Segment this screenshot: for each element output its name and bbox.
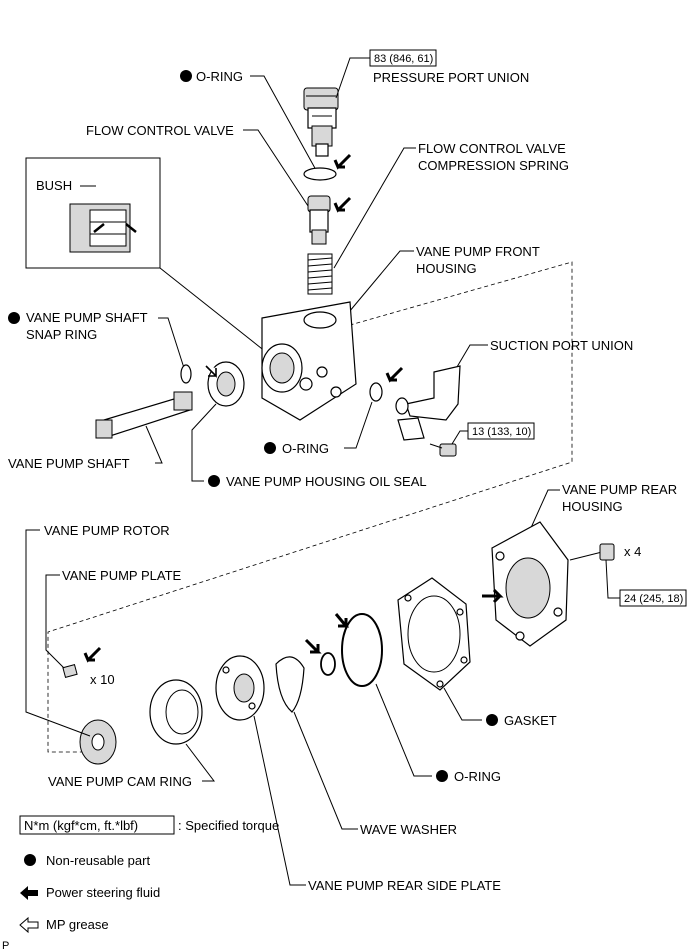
compression-spring-part (307, 253, 333, 295)
wave-washer-part (275, 656, 305, 713)
non-reusable-dot-icon (8, 312, 20, 324)
leader-gasket (443, 687, 482, 721)
leader-rear-side-plate (253, 715, 306, 886)
label-housing-oil-seal: VANE PUMP HOUSING OIL SEAL (226, 474, 427, 489)
fluid-arrow-icon (385, 366, 404, 383)
corner-mark: P (2, 940, 9, 952)
leader-wave-washer (293, 711, 358, 830)
label-pressure-port-union: PRESSURE PORT UNION (373, 70, 529, 85)
non-reusable-dot-icon (264, 442, 276, 454)
legend-torque-text: : Specified torque (178, 818, 279, 833)
label-vane-pump-shaft: VANE PUMP SHAFT (8, 456, 130, 471)
legend-non-reusable: Non-reusable part (46, 853, 150, 868)
leader-fcv-spring (333, 147, 416, 269)
label-shaft-snap-ring-1: VANE PUMP SHAFT (26, 310, 148, 325)
leader-rotor (25, 529, 91, 737)
fluid-arrow-icon (20, 886, 38, 900)
label-rear-side-plate: VANE PUMP REAR SIDE PLATE (308, 878, 501, 893)
leader-o-ring-top (250, 75, 317, 171)
rear-side-plate-part (215, 655, 265, 721)
snap-ring-part (180, 364, 192, 384)
bush-detail (69, 203, 131, 253)
fluid-arrow-icon (93, 223, 137, 233)
pressure-port-union-part (303, 87, 339, 157)
vane-pump-rotor-part (79, 719, 117, 765)
leader-rear-housing (529, 489, 560, 531)
rear-housing-part (491, 521, 569, 647)
rear-housing-bolt-part (569, 543, 615, 561)
vane-pump-plate-part (62, 664, 78, 678)
torque-rear-bolt: 24 (245, 18) (624, 593, 683, 605)
fluid-arrow-icon (304, 638, 322, 654)
torque-suction-bolt: 13 (133, 10) (472, 426, 531, 438)
non-reusable-dot-icon (436, 770, 448, 782)
label-o-ring-top: O-RING (196, 69, 243, 84)
label-vane-pump-rotor: VANE PUMP ROTOR (44, 523, 170, 538)
grease-arrow-icon (205, 365, 217, 378)
leader-suction-port (453, 344, 488, 373)
leader-vane-pump-shaft (145, 425, 163, 464)
leader-o-ring-mid (344, 401, 373, 449)
front-housing-part (261, 301, 357, 421)
bush-inset-frame (25, 157, 161, 269)
inset-pointer (159, 267, 267, 353)
o-ring-mid-part (369, 382, 383, 402)
suction-bolt-part (429, 443, 457, 457)
legend-torque-box (19, 815, 175, 835)
legend-torque-units: N*m (kgf*cm, ft.*lbf) (24, 818, 138, 833)
label-qty-x10: x 10 (90, 672, 115, 687)
fluid-arrow-icon (334, 613, 350, 628)
label-rear-housing-1: VANE PUMP REAR (562, 482, 677, 497)
legend-fluid: Power steering fluid (46, 885, 160, 900)
label-front-housing-2: HOUSING (416, 261, 477, 276)
leader-plate (45, 574, 65, 669)
fluid-arrow-icon (83, 646, 102, 663)
o-ring-small-part (320, 652, 336, 676)
label-qty-x4: x 4 (624, 544, 641, 559)
leader-snap-ring (158, 317, 185, 369)
label-o-ring-mid: O-RING (282, 441, 329, 456)
fluid-arrow-icon (333, 196, 352, 213)
leader-torque-rear (605, 559, 620, 599)
non-reusable-dot-icon (24, 854, 36, 866)
label-fcv-spring-1: FLOW CONTROL VALVE (418, 141, 566, 156)
label-cam-ring: VANE PUMP CAM RING (48, 774, 192, 789)
label-shaft-snap-ring-2: SNAP RING (26, 327, 97, 342)
vane-pump-shaft-part (95, 391, 193, 439)
flow-control-valve-part (307, 195, 331, 245)
label-wave-washer: WAVE WASHER (360, 822, 457, 837)
gasket-part (397, 577, 471, 691)
leader-front-housing (343, 250, 414, 319)
label-fcv-spring-2: COMPRESSION SPRING (418, 158, 569, 173)
leader-o-ring-bottom (375, 683, 432, 777)
fluid-arrow-icon (333, 153, 352, 170)
cam-ring-part (149, 679, 203, 745)
fluid-arrow-icon (482, 588, 504, 604)
leader-cam-ring (185, 743, 216, 782)
legend-grease: MP grease (46, 917, 109, 932)
label-rear-housing-2: HOUSING (562, 499, 623, 514)
o-ring-large-part (341, 613, 383, 687)
label-gasket: GASKET (504, 713, 557, 728)
label-flow-control-valve: FLOW CONTROL VALVE (86, 123, 234, 138)
label-o-ring-bottom: O-RING (454, 769, 501, 784)
label-vane-pump-plate: VANE PUMP PLATE (62, 568, 182, 583)
label-front-housing-1: VANE PUMP FRONT (416, 244, 540, 259)
label-bush: BUSH (36, 178, 72, 193)
oil-seal-part (207, 361, 245, 407)
torque-pressure-port: 83 (846, 61) (374, 53, 433, 65)
o-ring-top-part (303, 167, 337, 181)
non-reusable-dot-icon (180, 70, 192, 82)
grease-arrow-icon (19, 916, 39, 934)
non-reusable-dot-icon (208, 475, 220, 487)
suction-port-union-part (395, 365, 461, 441)
leader-torque-suction (451, 430, 468, 445)
leader-torque-pressure (335, 57, 370, 99)
leader-flow-control-valve (243, 129, 313, 213)
non-reusable-dot-icon (486, 714, 498, 726)
assembly-outline (47, 261, 573, 753)
label-suction-port-union: SUCTION PORT UNION (490, 338, 633, 353)
leader-oil-seal (191, 403, 217, 482)
